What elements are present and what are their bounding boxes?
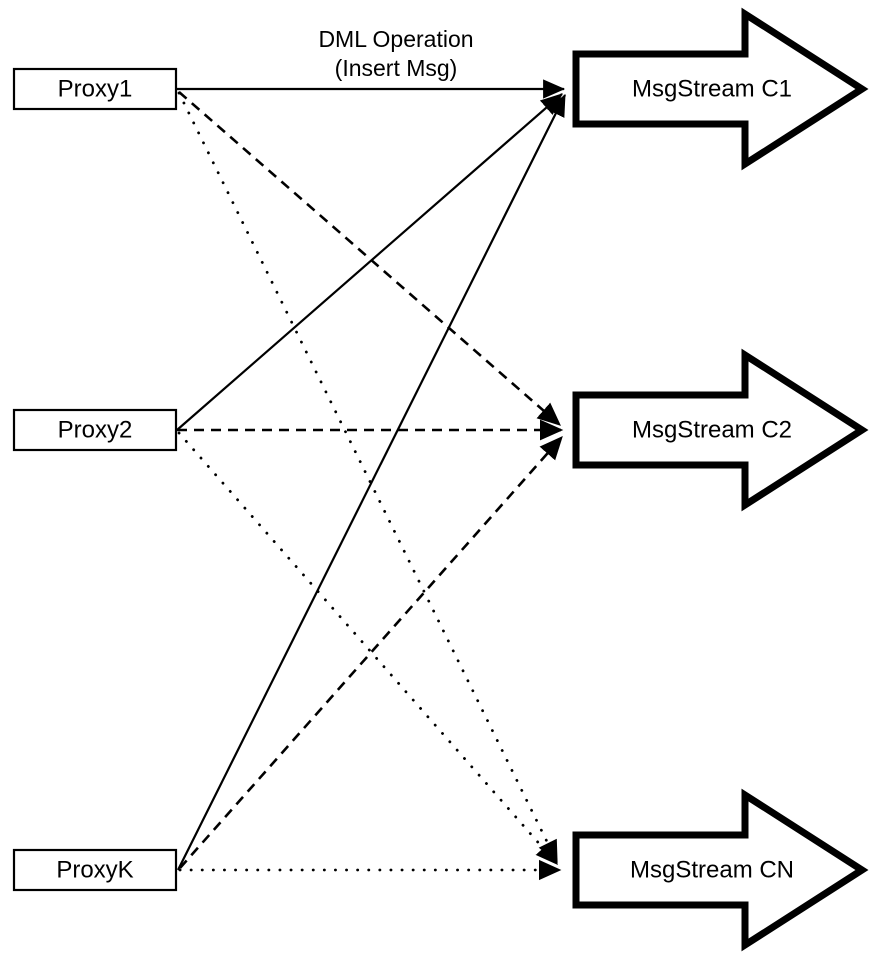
msgstream-node-c2[interactable]: MsgStream C2 <box>572 348 869 512</box>
msgstream-c2-arrow-shape[interactable] <box>572 348 869 512</box>
msgstream-c1-arrow-shape[interactable] <box>572 7 869 171</box>
proxy1-label: Proxy1 <box>58 75 133 102</box>
msgstream-c2-label: MsgStream C2 <box>632 416 792 443</box>
proxy-node-group: Proxy1 Proxy2 ProxyK <box>12 67 178 892</box>
msgstream-cn-arrow-shape[interactable] <box>572 788 869 952</box>
dml-caption-line-2: (Insert Msg) <box>335 55 458 81</box>
proxy-node-proxyk[interactable]: ProxyK <box>12 848 178 892</box>
edge-proxy1-to-stream-c2[interactable] <box>178 91 561 426</box>
proxy-node-proxy1[interactable]: Proxy1 <box>12 67 178 111</box>
proxyk-label: ProxyK <box>56 856 133 883</box>
dml-caption-line-1: DML Operation <box>318 26 473 52</box>
proxy-node-proxy2[interactable]: Proxy2 <box>12 408 178 452</box>
proxy2-label: Proxy2 <box>58 416 133 443</box>
edge-layer <box>176 79 566 881</box>
edge-proxy2-to-stream-c1[interactable] <box>176 93 563 431</box>
msgstream-node-c1[interactable]: MsgStream C1 <box>572 7 869 171</box>
edge-proxyk-to-stream-c1[interactable] <box>177 94 566 871</box>
msgstream-node-cn[interactable]: MsgStream CN <box>572 788 869 952</box>
proxy1-box[interactable] <box>12 67 178 111</box>
msgstream-c1-label: MsgStream C1 <box>632 75 792 102</box>
proxyk-box[interactable] <box>12 848 178 892</box>
edge-proxyk-to-stream-c2[interactable] <box>179 436 563 869</box>
proxy2-box[interactable] <box>12 408 178 452</box>
edge-proxy2-to-stream-cn[interactable] <box>177 431 559 866</box>
dml-operation-caption: DML Operation (Insert Msg) <box>318 26 473 81</box>
edge-proxy1-to-stream-cn[interactable] <box>177 91 559 864</box>
msgstream-node-group: MsgStream C1 MsgStream C2 MsgStream CN <box>572 7 869 952</box>
msgstream-cn-label: MsgStream CN <box>630 856 794 883</box>
